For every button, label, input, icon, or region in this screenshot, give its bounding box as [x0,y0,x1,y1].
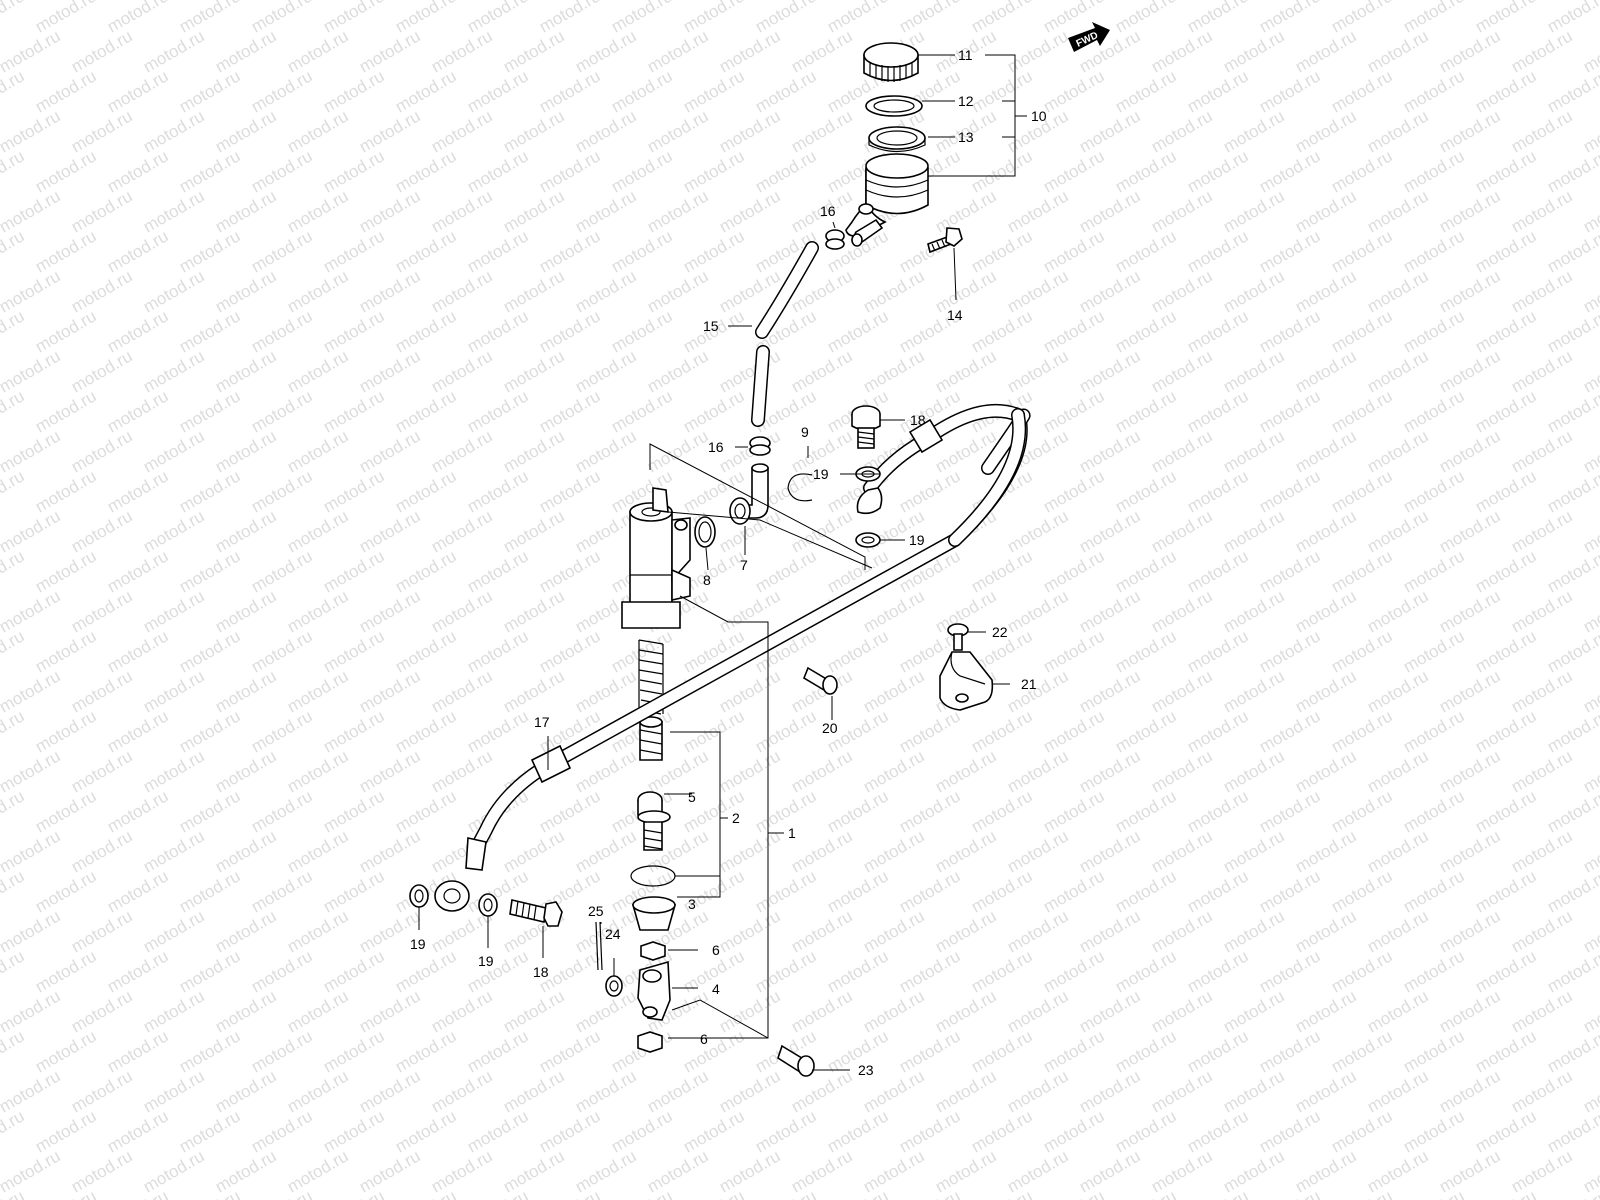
reservoir-hose [751,241,819,427]
callout-8: 8 [703,572,711,588]
nut-lower [637,1031,663,1053]
callout-18-upper: 18 [910,412,926,428]
reservoir-cap [863,42,919,82]
clamp-screw [947,623,969,651]
brake-hose [434,403,1031,912]
callout-19-lower-b: 19 [478,953,494,969]
hose-clamp-bracket [939,651,994,711]
banjo-bolt-lower [509,899,563,927]
fwd-label: FWD [1075,30,1100,50]
callout-24: 24 [605,926,621,942]
callout-1: 1 [788,825,796,841]
callout-16-lower: 16 [708,439,724,455]
hose-connector [729,463,769,525]
callout-18-lower: 18 [533,964,549,980]
washer-upper-b [855,532,881,548]
callout-16-upper: 16 [820,203,836,219]
callout-5: 5 [688,789,696,805]
callout-22: 22 [992,624,1008,640]
callout-7: 7 [740,557,748,573]
leader-lines [418,54,1027,1071]
callout-19-lower-a: 19 [410,936,426,952]
callout-6-lower: 6 [700,1031,708,1047]
cotter-pin [595,921,603,971]
callout-25: 25 [588,903,604,919]
reservoir-bolt [927,227,963,254]
clevis-pin [777,1044,815,1077]
callout-9: 9 [801,424,809,440]
boot [631,896,677,931]
callout-6-upper: 6 [712,942,720,958]
callout-23: 23 [858,1062,874,1078]
washer-24 [605,975,623,997]
hose-clamp-upper [825,229,845,250]
master-cylinder-body [621,487,691,629]
callout-11: 11 [958,47,973,63]
fwd-arrow-icon: FWD [1068,22,1110,52]
callout-15: 15 [703,318,719,334]
callouts: 1 2 3 4 5 6 6 7 8 9 10 11 12 13 14 15 16… [410,47,1047,1078]
washer-lower-a [409,884,429,908]
clevis [637,960,671,1021]
callout-20: 20 [822,720,838,736]
circlip-9 [787,473,813,502]
callout-13: 13 [958,129,974,145]
callout-14: 14 [947,307,963,323]
piston-cup [639,716,663,761]
callout-17: 17 [534,714,550,730]
hose-clamp-lower [749,436,771,456]
o-ring-8 [694,516,716,548]
nut-upper [640,941,666,961]
callout-19-upper-b: 19 [909,532,925,548]
reservoir-diaphragm [868,126,926,153]
callout-4: 4 [712,981,720,997]
guide-bolt [803,666,838,695]
reservoir-diaphragm-plate [865,95,923,117]
callout-2: 2 [732,810,740,826]
reservoir-tank [845,153,929,247]
callout-21: 21 [1021,676,1037,692]
callout-3: 3 [688,896,696,912]
callout-19-upper-a: 19 [813,466,829,482]
washer-lower-b [478,893,498,917]
banjo-bolt-upper [851,405,881,449]
callout-12: 12 [958,93,974,109]
circlip-3 [630,865,676,887]
push-rod [637,791,671,851]
callout-10: 10 [1031,108,1047,124]
